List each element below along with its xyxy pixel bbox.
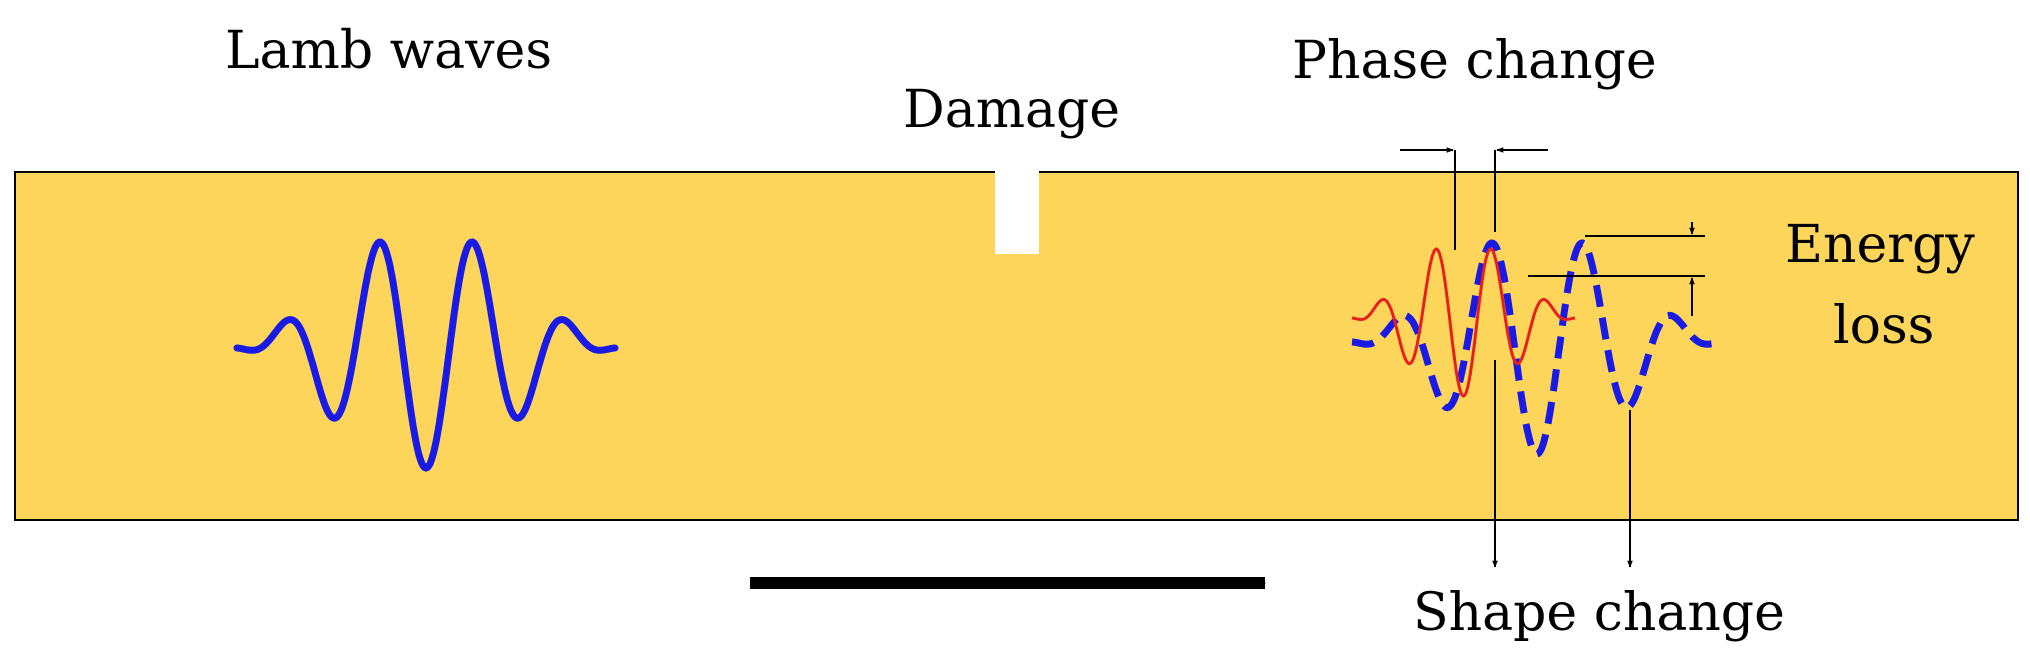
phase-change-label: Phase change xyxy=(1292,31,1657,91)
energy-loss-label-line1: Energy xyxy=(1785,215,1975,275)
damaged-wave xyxy=(1351,239,1723,458)
lamb-waves-label: Lamb waves xyxy=(225,21,552,81)
incident-wave xyxy=(233,238,619,472)
shape-change-label: Shape change xyxy=(1413,583,1785,643)
energy-loss-label-line2: loss xyxy=(1833,296,1934,356)
phase-change-indicator xyxy=(1400,147,1548,250)
damage-label: Damage xyxy=(903,80,1120,140)
shape-change-pointers xyxy=(1492,360,1633,568)
energy-loss-indicator xyxy=(1528,222,1705,316)
damage-notch xyxy=(995,170,1039,254)
reference-wave xyxy=(1351,247,1576,398)
